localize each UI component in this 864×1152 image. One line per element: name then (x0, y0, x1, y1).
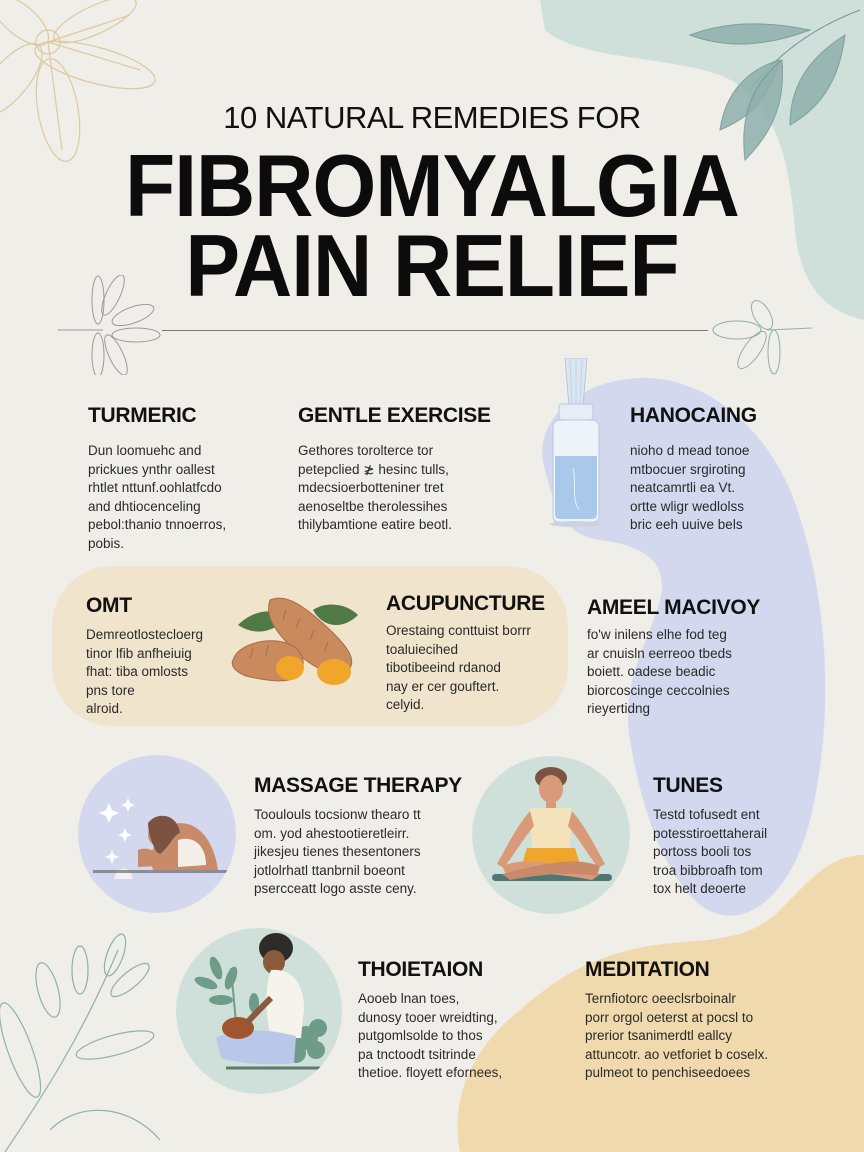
leaf-branch-icon (688, 9, 861, 162)
left-divider-flower-icon (58, 275, 161, 375)
header-divider (162, 330, 708, 331)
remedy-title: TURMERIC (88, 404, 197, 427)
remedy-title: ACUPUNCTURE (386, 592, 545, 615)
turmeric-root-icon (231, 597, 358, 685)
remedy-title: HANOCAING (630, 404, 757, 427)
remedy-card-massage-therapy: MASSAGE THERAPY Tooulouls tocsionw thear… (254, 774, 462, 899)
yoga-pose-illustration (472, 756, 630, 914)
gardening-person-illustration (176, 928, 342, 1094)
remedy-title: MASSAGE THERAPY (254, 774, 462, 797)
remedy-title: TUNES (653, 774, 723, 797)
lavender-blob (542, 377, 826, 916)
flower-line-art-icon (0, 0, 156, 162)
remedy-title: MEDITATION (585, 958, 710, 981)
remedy-description: Aooeb lnan toes,dunosy tooer wreidting,p… (358, 991, 503, 1080)
remedy-title: GENTLE EXERCISE (298, 404, 491, 427)
subtitle: 10 NATURAL REMEDIES FOR (223, 100, 641, 135)
apricot-blob (457, 855, 864, 1152)
sage-blob (540, 0, 864, 320)
page-title-line-1: FIBROMYALGIA (125, 137, 740, 236)
bottom-left-leaf-branch-icon (0, 933, 161, 1152)
resting-woman-illustration (78, 755, 236, 913)
remedy-card-thoietaion: THOIETAION Aooeb lnan toes,dunosy tooer … (358, 958, 502, 1083)
remedy-title: THOIETAION (358, 958, 483, 981)
page-title-line-2: PAIN RELIEF (185, 217, 679, 316)
right-divider-flower-icon (712, 300, 812, 375)
essential-oil-bottle-icon (550, 358, 602, 527)
remedy-title: AMEEL MACIVOY (587, 596, 761, 619)
remedy-title: OMT (86, 594, 132, 617)
